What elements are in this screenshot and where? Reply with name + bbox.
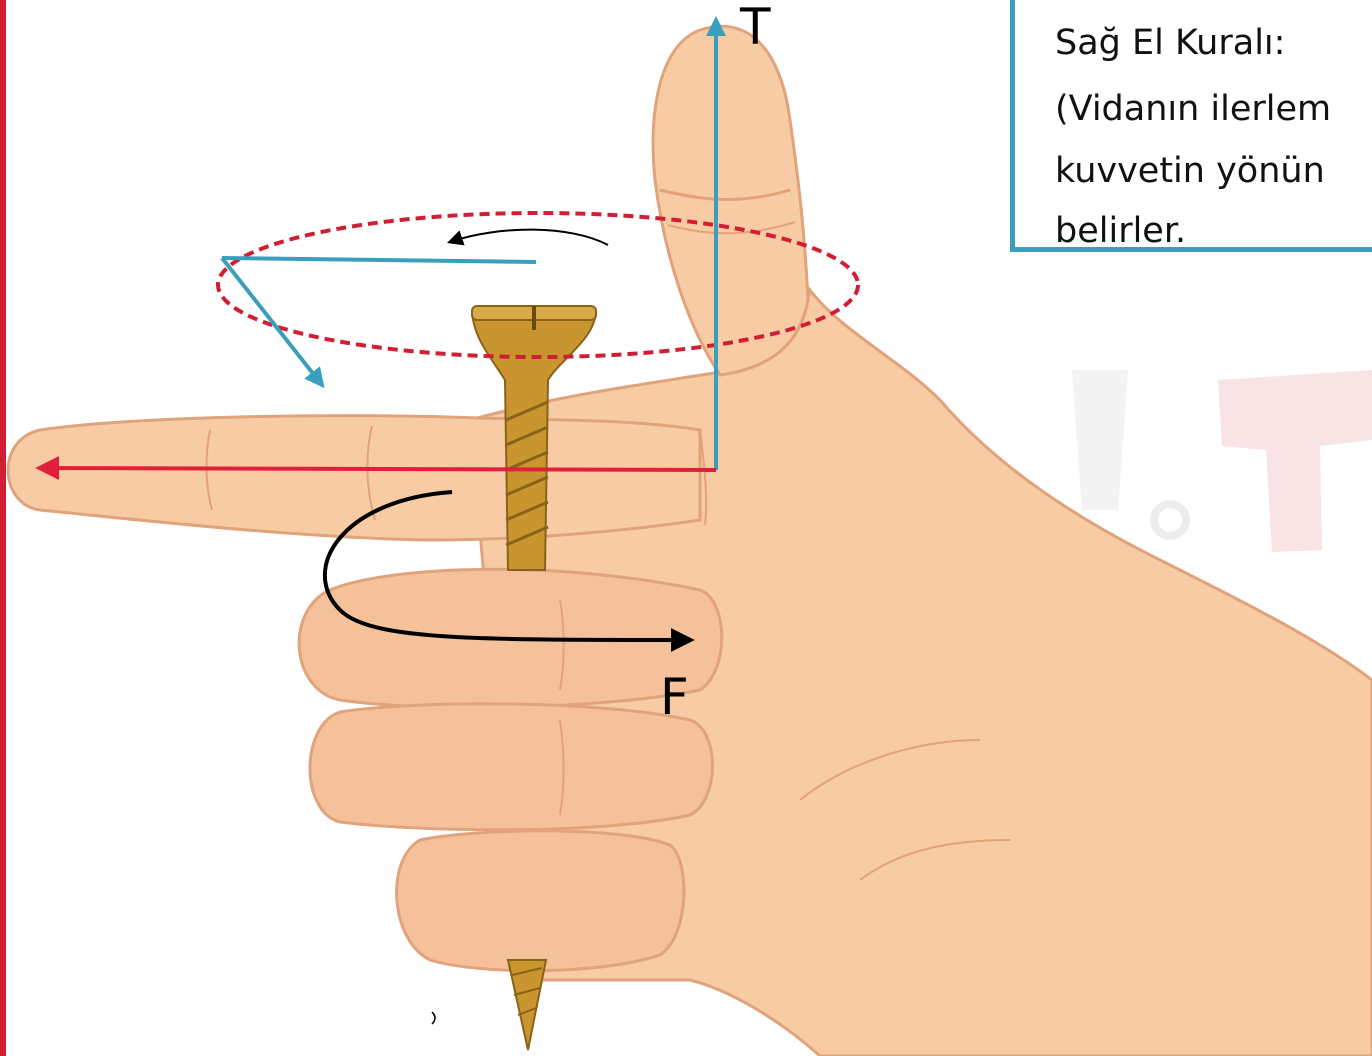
- radius-line: [222, 258, 536, 262]
- info-title: Sağ El Kuralı:: [1055, 23, 1285, 63]
- force-label: F: [660, 672, 689, 722]
- index-finger-arrow: [40, 468, 716, 470]
- info-line-4: belirler.: [1055, 211, 1186, 251]
- curled-finger-3: [397, 831, 684, 971]
- torque-label: T: [740, 2, 771, 52]
- rotation-direction-arrow: [450, 230, 608, 245]
- index-finger: [8, 416, 700, 540]
- curled-finger-2: [310, 704, 713, 830]
- left-border-line: [0, 0, 6, 1056]
- info-box: Sağ El Kuralı: (Vidanın ilerlem kuvvetin…: [1010, 0, 1372, 252]
- logo-watermark: [1072, 370, 1372, 552]
- info-line-3: kuvvetin yönün: [1055, 151, 1325, 191]
- info-line-2: (Vidanın ilerlem: [1055, 89, 1331, 129]
- tangent-arrow: [222, 258, 322, 385]
